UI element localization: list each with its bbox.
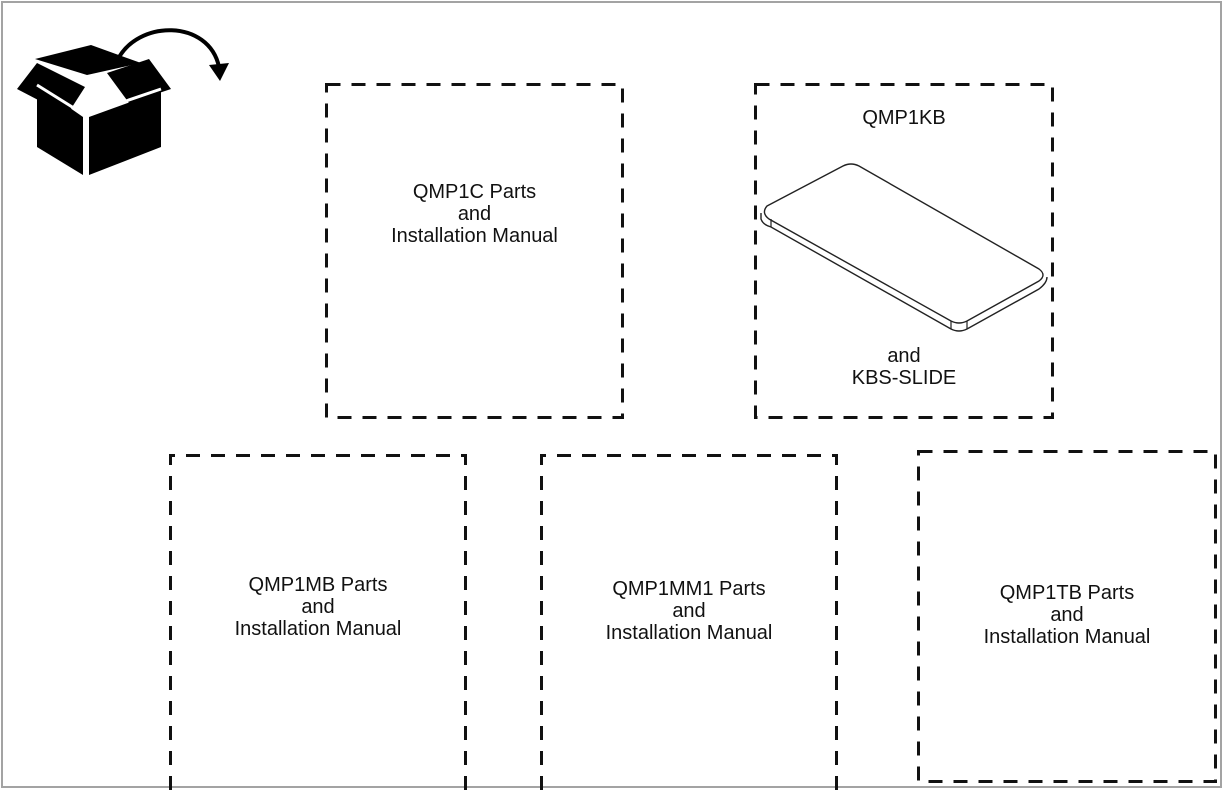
dashed-border: [754, 83, 1054, 419]
qmp1tb-label: QMP1TB Parts and Installation Manual: [917, 582, 1217, 648]
dashed-border: [169, 454, 467, 790]
qmp1mm1-manual: Installation Manual: [605, 622, 773, 644]
qmp1kb-and: and: [887, 345, 921, 367]
kbs-slide-label: KBS-SLIDE: [851, 367, 957, 389]
qmp1mb-parts-box: QMP1MB Parts and Installation Manual: [169, 454, 467, 792]
qmp1mm1-parts-box: QMP1MM1 Parts and Installation Manual: [540, 454, 838, 792]
dashed-border: [917, 450, 1217, 783]
qmp1c-parts-box: QMP1C Parts and Installation Manual: [325, 83, 624, 419]
qmp1mm1-label: QMP1MM1 Parts and Installation Manual: [540, 578, 838, 644]
qmp1tb-manual: Installation Manual: [983, 626, 1151, 648]
qmp1c-and: and: [457, 203, 492, 225]
keyboard-tray-icon: [760, 163, 1048, 332]
qmp1c-manual: Installation Manual: [391, 225, 558, 247]
curved-arrow-icon: [115, 28, 229, 81]
dashed-border: [325, 83, 624, 419]
qmp1kb-box: QMP1KB and KBS-SLIDE: [754, 83, 1054, 419]
open-box-icon: [17, 28, 229, 175]
qmp1mm1-title: QMP1MM1 Parts: [612, 578, 766, 600]
qmp1tb-parts-box: QMP1TB Parts and Installation Manual: [917, 450, 1217, 783]
qmp1kb-label: and KBS-SLIDE: [754, 345, 1054, 389]
qmp1c-title: QMP1C Parts: [412, 181, 537, 203]
qmp1mb-label: QMP1MB Parts and Installation Manual: [169, 574, 467, 640]
dashed-border: [540, 454, 838, 790]
qmp1kb-title: QMP1KB: [862, 107, 946, 129]
qmp1c-label: QMP1C Parts and Installation Manual: [325, 181, 624, 247]
qmp1tb-title: QMP1TB Parts: [999, 582, 1135, 604]
qmp1mb-manual: Installation Manual: [234, 618, 402, 640]
qmp1mb-and: and: [301, 596, 335, 618]
qmp1tb-and: and: [1050, 604, 1084, 626]
qmp1mb-title: QMP1MB Parts: [248, 574, 388, 596]
qmp1mm1-and: and: [672, 600, 706, 622]
